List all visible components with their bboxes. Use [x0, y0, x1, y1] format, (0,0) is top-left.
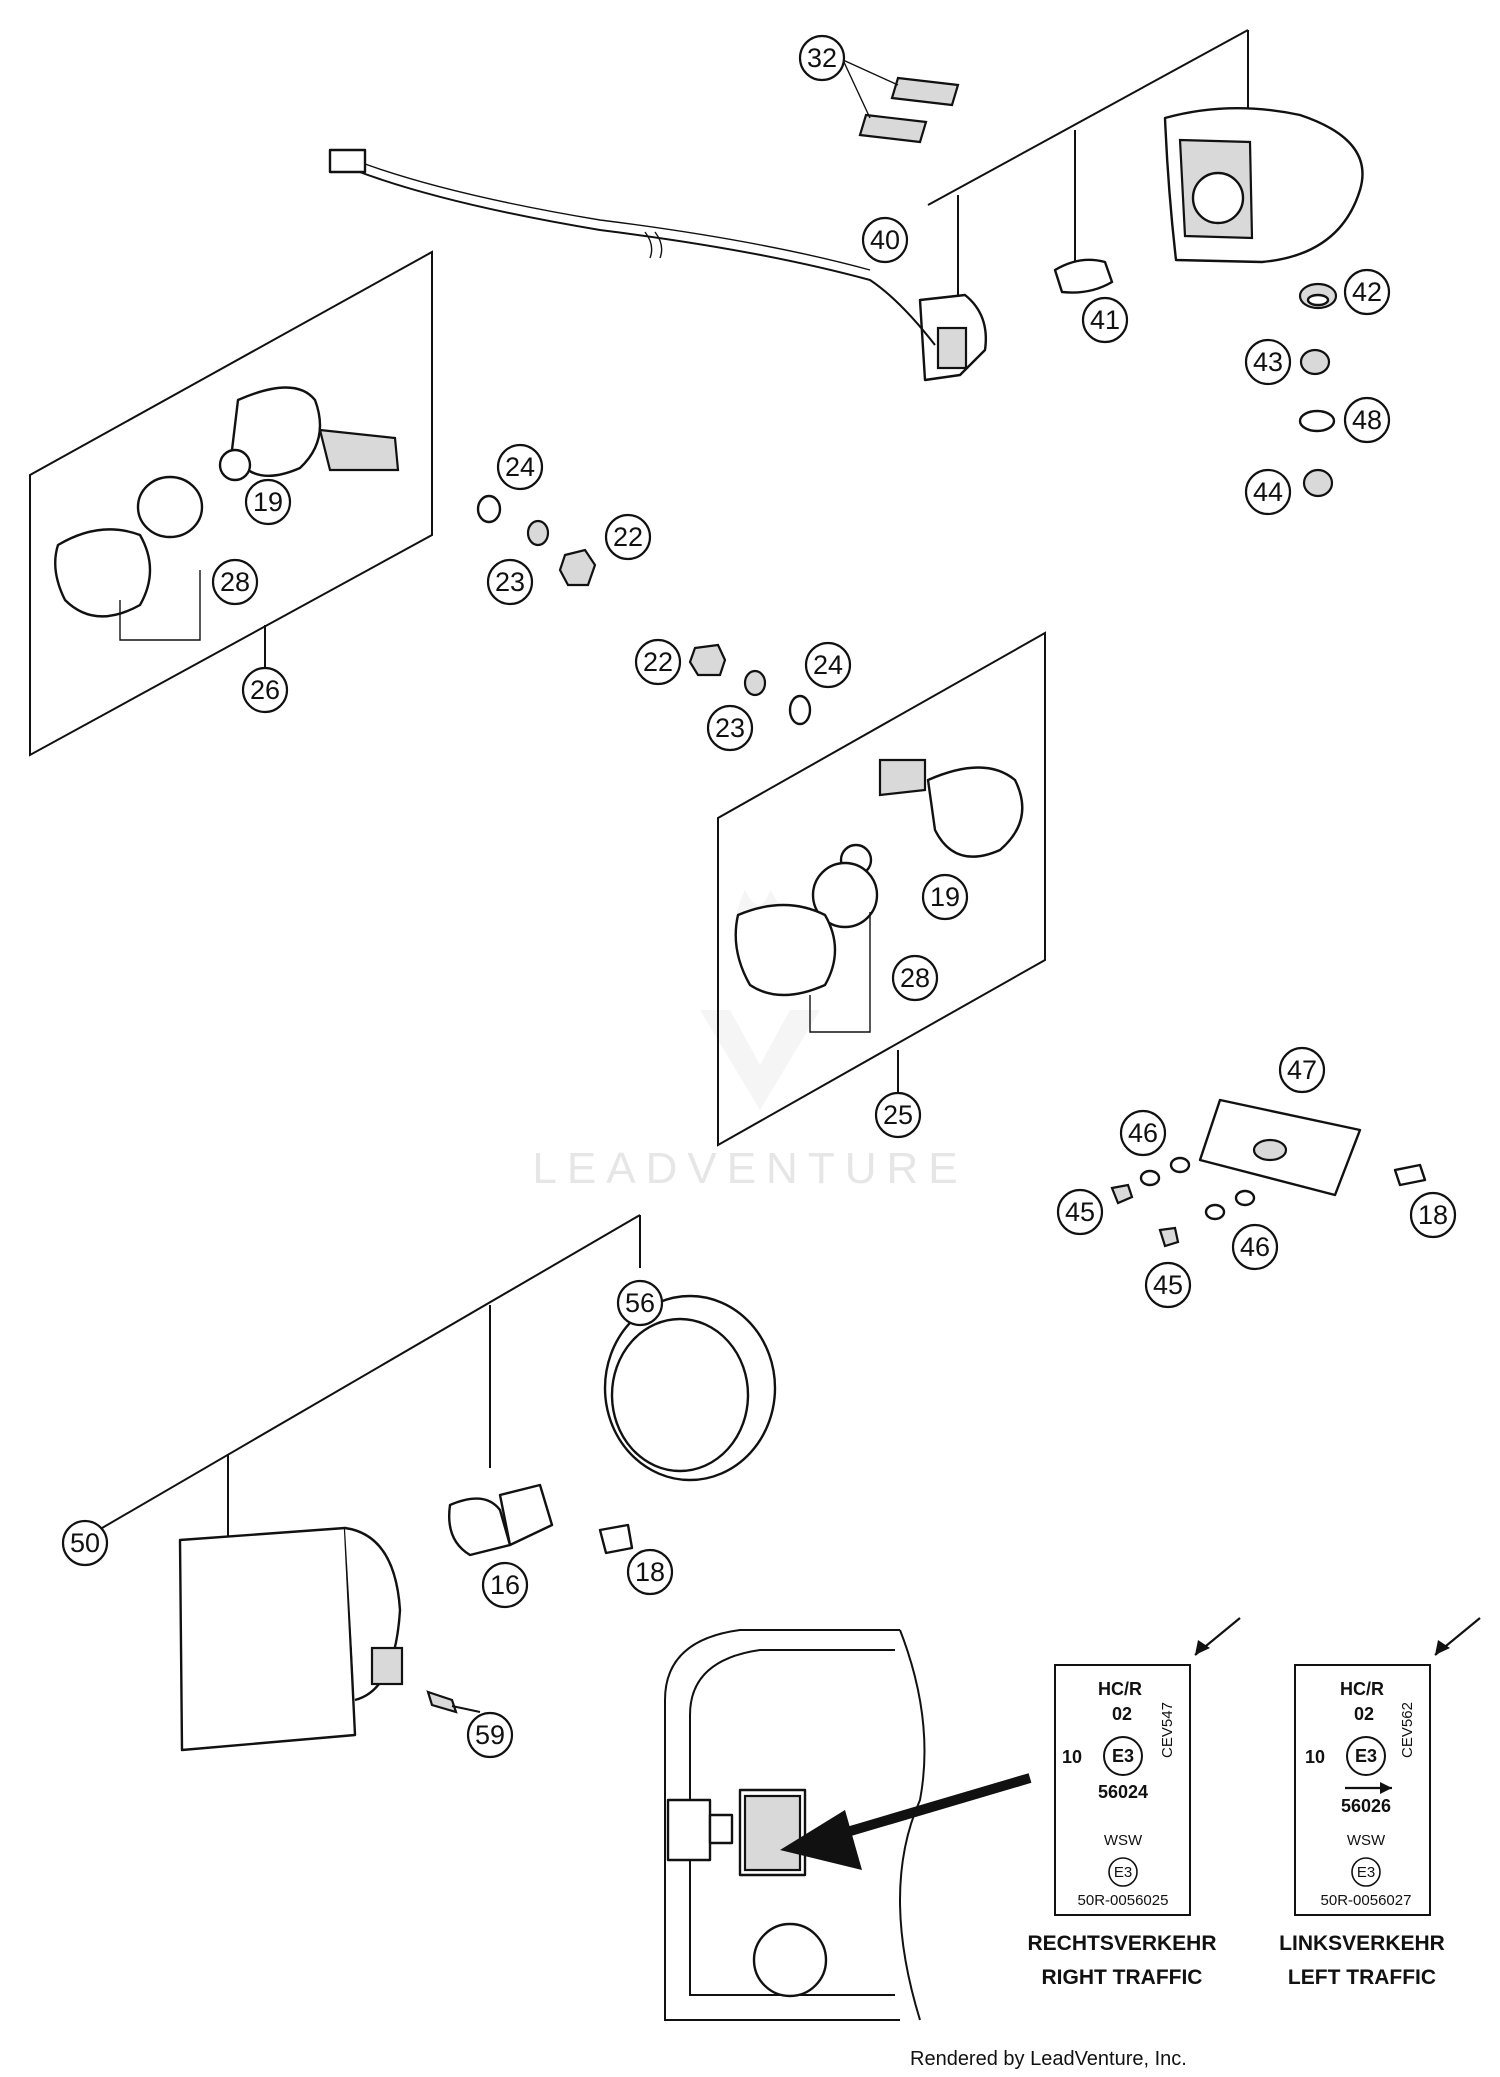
left-02: 02 [1354, 1704, 1374, 1724]
right-02: 02 [1112, 1704, 1132, 1724]
svg-text:18: 18 [1418, 1200, 1448, 1230]
callout-48[interactable]: 48 [1343, 396, 1391, 444]
callout-16[interactable]: 16 [481, 1561, 529, 1609]
callout-47[interactable]: 47 [1278, 1046, 1326, 1094]
turn-signal-25-group [717, 631, 1046, 1147]
callout-46a[interactable]: 46 [1119, 1109, 1167, 1157]
label-right-traffic: HC/R 02 CEV547 10 E3 56024 WSW E3 50R-00… [1054, 1617, 1241, 1916]
label-left-traffic: HC/R 02 CEV562 10 E3 56026 WSW E3 50R-00… [1294, 1617, 1481, 1916]
left-e3: E3 [1355, 1746, 1377, 1766]
footer-credit: Rendered by LeadVenture, Inc. [910, 2048, 1187, 2070]
svg-text:28: 28 [900, 963, 930, 993]
callouts: 32 40 41 42 43 48 44 24 22 23 19 28 26 2… [61, 34, 1457, 1759]
svg-text:43: 43 [1253, 347, 1283, 377]
callout-23a[interactable]: 23 [486, 558, 534, 606]
right-hcr: HC/R [1098, 1679, 1142, 1699]
svg-text:44: 44 [1253, 477, 1283, 507]
svg-text:50: 50 [70, 1528, 100, 1558]
right-traffic-de: RECHTSVERKEHR [1027, 1932, 1216, 1955]
tail-light-group [328, 29, 1364, 498]
left-traffic-de: LINKSVERKEHR [1279, 1932, 1445, 1955]
svg-text:24: 24 [813, 650, 843, 680]
svg-text:45: 45 [1065, 1197, 1095, 1227]
svg-text:22: 22 [613, 522, 643, 552]
right-small-e3: E3 [1114, 1864, 1132, 1881]
callout-24b[interactable]: 24 [804, 641, 852, 689]
svg-text:25: 25 [883, 1100, 913, 1130]
left-ten: 10 [1305, 1747, 1325, 1767]
callout-59[interactable]: 59 [466, 1711, 514, 1759]
callout-56[interactable]: 56 [616, 1279, 664, 1327]
callout-19a[interactable]: 19 [244, 478, 292, 526]
svg-text:16: 16 [490, 1570, 520, 1600]
callout-23b[interactable]: 23 [706, 704, 754, 752]
svg-text:19: 19 [253, 487, 283, 517]
svg-text:56: 56 [625, 1288, 655, 1318]
callout-42[interactable]: 42 [1343, 268, 1391, 316]
callout-32[interactable]: 32 [798, 34, 846, 82]
left-hcr: HC/R [1340, 1679, 1384, 1699]
left-small-e3: E3 [1357, 1864, 1375, 1881]
right-e3: E3 [1112, 1746, 1134, 1766]
svg-text:23: 23 [495, 567, 525, 597]
callout-46b[interactable]: 46 [1231, 1223, 1279, 1271]
hardware-set-a [476, 494, 597, 587]
callout-24a[interactable]: 24 [496, 443, 544, 491]
svg-text:19: 19 [930, 882, 960, 912]
detail-view [664, 1629, 1032, 2021]
svg-text:46: 46 [1240, 1232, 1270, 1262]
right-ten: 10 [1062, 1747, 1082, 1767]
right-small-code: 50R-0056025 [1078, 1892, 1169, 1909]
svg-text:46: 46 [1128, 1118, 1158, 1148]
svg-text:23: 23 [715, 713, 745, 743]
hardware-set-b [688, 643, 812, 726]
callout-18b[interactable]: 18 [626, 1548, 674, 1596]
left-small-code: 50R-0056027 [1321, 1892, 1412, 1909]
svg-text:22: 22 [643, 647, 673, 677]
svg-text:18: 18 [635, 1557, 665, 1587]
callout-18a[interactable]: 18 [1409, 1191, 1457, 1239]
callout-41[interactable]: 41 [1081, 296, 1129, 344]
right-cev: CEV547 [1159, 1702, 1176, 1758]
svg-text:45: 45 [1153, 1270, 1183, 1300]
callout-25[interactable]: 25 [874, 1091, 922, 1139]
right-traffic-en: RIGHT TRAFFIC [1042, 1966, 1203, 1989]
license-light-group [1110, 1098, 1427, 1248]
headlight-group [89, 1214, 777, 1752]
callout-44[interactable]: 44 [1244, 468, 1292, 516]
callout-22b[interactable]: 22 [634, 638, 682, 686]
left-traffic-en: LEFT TRAFFIC [1288, 1966, 1436, 1989]
callout-19b[interactable]: 19 [921, 873, 969, 921]
svg-text:28: 28 [220, 567, 250, 597]
callout-45b[interactable]: 45 [1144, 1261, 1192, 1309]
callout-22a[interactable]: 22 [604, 513, 652, 561]
left-code: 56026 [1341, 1796, 1391, 1816]
callout-45a[interactable]: 45 [1056, 1188, 1104, 1236]
callout-43[interactable]: 43 [1244, 338, 1292, 386]
callout-28a[interactable]: 28 [211, 558, 259, 606]
right-code: 56024 [1098, 1782, 1148, 1802]
callout-28b[interactable]: 28 [891, 954, 939, 1002]
svg-text:40: 40 [870, 225, 900, 255]
left-cev: CEV562 [1399, 1702, 1416, 1758]
svg-text:41: 41 [1090, 305, 1120, 335]
svg-text:26: 26 [250, 675, 280, 705]
svg-text:32: 32 [807, 43, 837, 73]
svg-text:47: 47 [1287, 1055, 1317, 1085]
turn-signal-26-group [29, 250, 433, 757]
callout-40[interactable]: 40 [861, 216, 909, 264]
callout-26[interactable]: 26 [241, 666, 289, 714]
svg-text:59: 59 [475, 1720, 505, 1750]
watermark-text: LEADVENTURE [532, 1144, 967, 1193]
left-wsw: WSW [1347, 1832, 1386, 1849]
svg-text:24: 24 [505, 452, 535, 482]
callout-50[interactable]: 50 [61, 1519, 109, 1567]
right-wsw: WSW [1104, 1832, 1143, 1849]
svg-text:48: 48 [1352, 405, 1382, 435]
svg-text:42: 42 [1352, 277, 1382, 307]
